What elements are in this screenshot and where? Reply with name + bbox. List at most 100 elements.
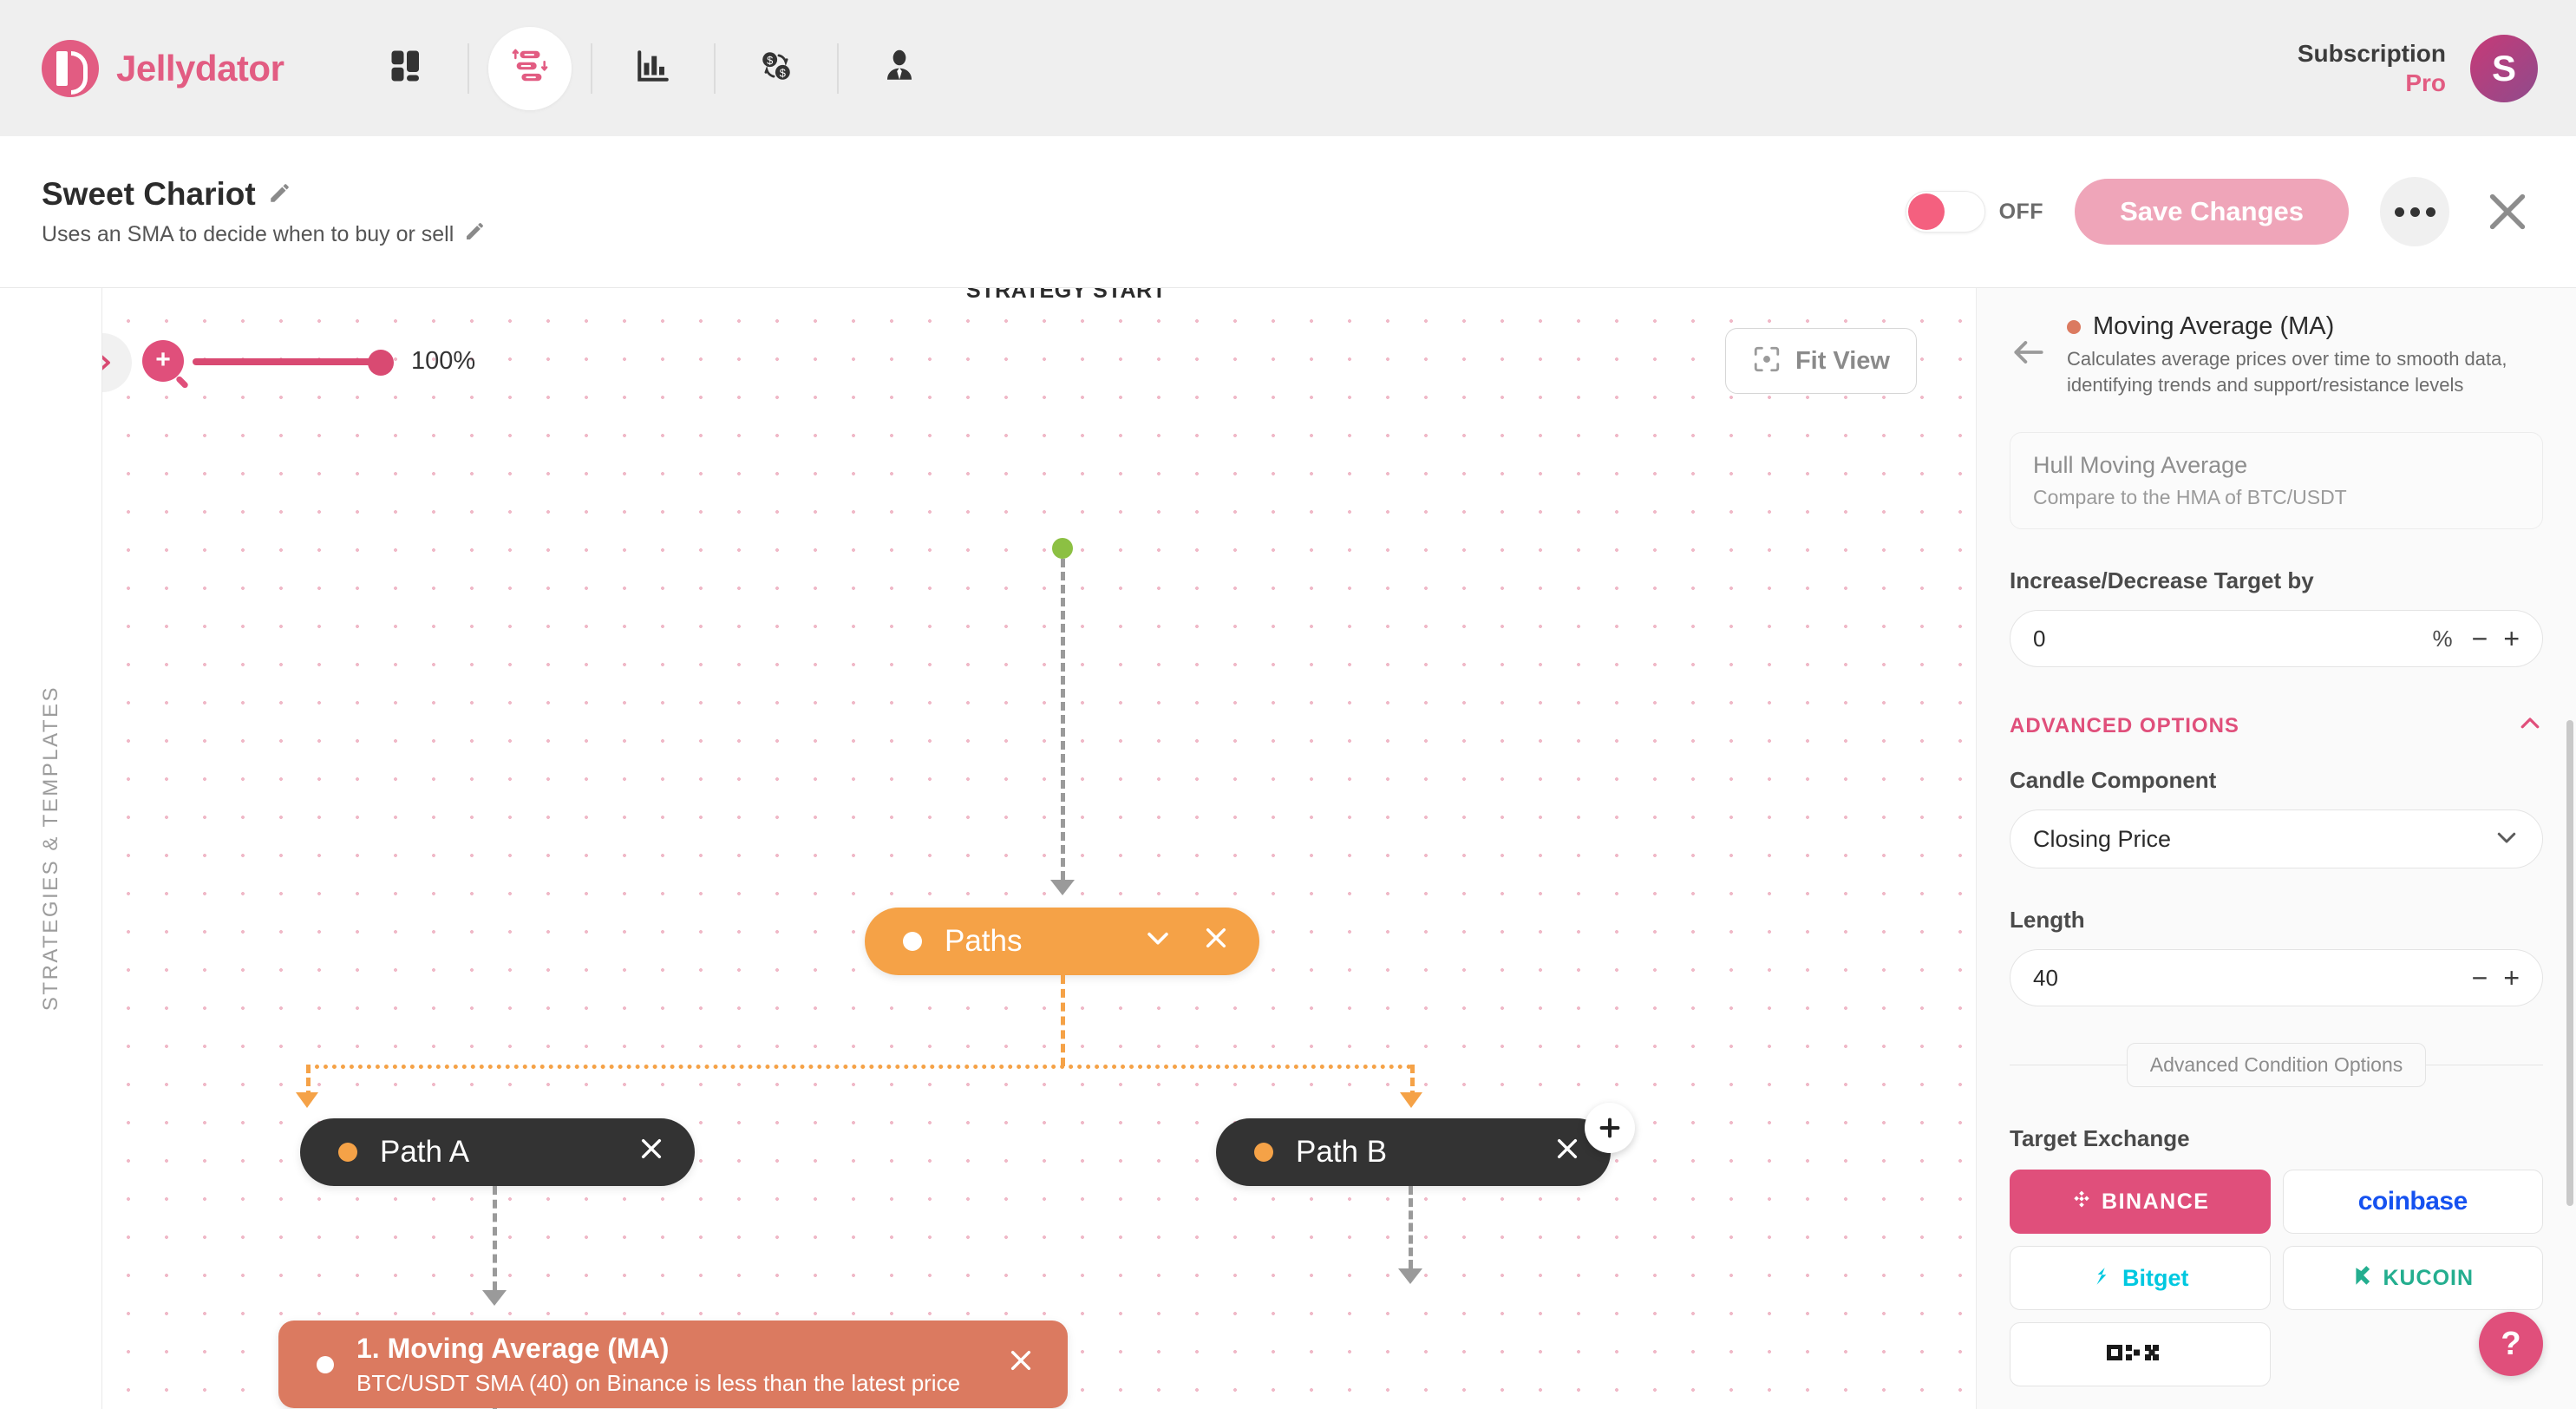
zoom-in-icon[interactable]: + — [142, 340, 184, 382]
subscription-area[interactable]: Subscription Pro S — [2298, 34, 2538, 102]
panel-title-block: Moving Average (MA) Calculates average p… — [2067, 312, 2543, 397]
zoom-slider-thumb[interactable] — [368, 350, 394, 376]
node-condition-moving-average[interactable]: 1. Moving Average (MA) BTC/USDT SMA (40)… — [278, 1321, 1068, 1408]
nav-item-exchanges[interactable]: $ $ — [735, 27, 818, 110]
chevron-up-icon[interactable] — [2517, 711, 2543, 741]
indicator-summary-card[interactable]: Hull Moving Average Compare to the HMA o… — [2010, 432, 2543, 530]
nav-item-account[interactable] — [858, 27, 941, 110]
edit-description-pencil-icon[interactable] — [464, 221, 485, 248]
length-label: Length — [2010, 907, 2085, 934]
target-exchange-label: Target Exchange — [2010, 1125, 2190, 1152]
length-input-row[interactable]: 40 − + — [2010, 949, 2543, 1007]
condition-close-icon[interactable] — [1007, 1347, 1035, 1382]
flow-graph: STRATEGY START Paths — [102, 288, 1976, 1409]
node-status-dot — [1254, 1143, 1273, 1162]
nav-item-analytics[interactable] — [611, 27, 695, 110]
subscription-plan: Pro — [2405, 69, 2446, 96]
length-increment-button[interactable]: + — [2503, 962, 2520, 994]
advanced-options-header[interactable]: ADVANCED OPTIONS — [2010, 711, 2543, 741]
strategy-flow-canvas[interactable]: + 100% Fit View STRATEGY START — [102, 288, 1976, 1409]
help-button[interactable]: ? — [2479, 1312, 2543, 1376]
candle-component-label: Candle Component — [2010, 767, 2217, 794]
connector-branch-left — [306, 1065, 311, 1099]
node-paths[interactable]: Paths — [865, 908, 1259, 975]
exchange-label-binance: BINANCE — [2102, 1189, 2210, 1214]
target-adjust-input[interactable]: 0 — [2033, 625, 2046, 652]
save-changes-button[interactable]: Save Changes — [2075, 179, 2349, 245]
target-adjust-input-row[interactable]: 0 % − + — [2010, 610, 2543, 668]
strategy-activation-toggle-row[interactable]: OFF — [1905, 191, 2044, 233]
indicator-color-dot — [2067, 319, 2081, 334]
top-navigation-bar: Jellydator — [0, 0, 2576, 136]
kucoin-icon — [2351, 1265, 2374, 1292]
back-arrow-icon[interactable] — [2010, 333, 2048, 371]
main-nav: $ $ — [346, 26, 960, 110]
nav-divider — [837, 43, 840, 94]
nav-divider — [467, 43, 470, 94]
bar-chart-icon — [635, 48, 671, 88]
node-status-dot — [338, 1143, 357, 1162]
exchange-label-kucoin: KUCOIN — [2383, 1265, 2475, 1290]
page-title: Sweet Chariot — [42, 176, 485, 213]
panel-scrollbar[interactable] — [2566, 720, 2573, 1206]
connector-path-a-to-condition — [493, 1186, 497, 1290]
node-paths-chevron-down-icon[interactable] — [1143, 923, 1173, 960]
zoom-control[interactable]: + 100% — [142, 340, 475, 382]
nav-item-dashboard[interactable] — [365, 27, 448, 110]
condition-subtitle: BTC/USDT SMA (40) on Binance is less tha… — [356, 1369, 961, 1396]
node-paths-close-icon[interactable] — [1202, 924, 1230, 960]
indicator-detail: Compare to the HMA of BTC/USDT — [2033, 486, 2347, 509]
panel-title-row: Moving Average (MA) — [2067, 312, 2543, 341]
dot — [2425, 206, 2435, 217]
target-exchange-grid: BINANCE coinbase Bitget KUCOIN — [2010, 1170, 2543, 1387]
exchange-option-binance[interactable]: BINANCE — [2010, 1170, 2271, 1235]
panel-header: Moving Average (MA) Calculates average p… — [2010, 312, 2543, 397]
close-button[interactable] — [2481, 185, 2534, 239]
toggle-knob — [1907, 193, 1945, 230]
connector-start-to-paths — [1061, 559, 1065, 880]
node-path-b[interactable]: Path B — [1216, 1118, 1611, 1186]
node-path-b-label: Path B — [1296, 1135, 1388, 1169]
node-paths-label: Paths — [945, 924, 1023, 958]
node-path-a[interactable]: Path A — [300, 1118, 695, 1186]
connector-arrow-down — [1050, 880, 1075, 895]
edit-name-pencil-icon[interactable] — [268, 176, 291, 213]
exchange-option-coinbase[interactable]: coinbase — [2282, 1170, 2543, 1235]
brand-logo-group[interactable]: Jellydator — [42, 39, 284, 97]
node-path-a-close-icon[interactable] — [637, 1135, 665, 1170]
nav-item-strategy-builder[interactable] — [488, 26, 572, 110]
more-options-button[interactable] — [2380, 177, 2449, 246]
exchange-option-okx[interactable] — [2010, 1322, 2271, 1387]
target-adjust-decrement-button[interactable]: − — [2471, 623, 2488, 655]
avatar[interactable]: S — [2470, 34, 2538, 102]
target-adjust-increment-button[interactable]: + — [2503, 623, 2520, 655]
title-actions: OFF Save Changes — [1905, 177, 2534, 246]
indicator-settings-panel: Moving Average (MA) Calculates average p… — [1976, 288, 2576, 1409]
node-path-b-close-icon[interactable] — [1553, 1135, 1581, 1170]
strategy-description: Uses an SMA to decide when to buy or sel… — [42, 221, 454, 246]
length-decrement-button[interactable]: − — [2471, 962, 2488, 994]
length-stepper: − + — [2472, 964, 2520, 992]
dot — [2409, 206, 2420, 217]
connector-arrow-condition — [482, 1290, 507, 1306]
length-input[interactable]: 40 — [2033, 964, 2058, 991]
chevron-down-icon[interactable] — [2494, 824, 2520, 855]
exchange-label-bitget: Bitget — [2122, 1264, 2189, 1291]
panel-content: Moving Average (MA) Calculates average p… — [1977, 288, 2576, 1409]
strategy-activation-toggle[interactable] — [1905, 191, 1985, 233]
title-block: Sweet Chariot Uses an SMA to decide when… — [42, 176, 485, 248]
exchange-option-kucoin[interactable]: KUCOIN — [2282, 1246, 2543, 1311]
fit-view-button[interactable]: Fit View — [1724, 328, 1917, 394]
candle-component-value: Closing Price — [2033, 825, 2172, 852]
advanced-condition-options-chip[interactable]: Advanced Condition Options — [2126, 1043, 2427, 1088]
condition-text-block: 1. Moving Average (MA) BTC/USDT SMA (40)… — [356, 1333, 1007, 1397]
candle-component-select[interactable]: Closing Price — [2010, 809, 2543, 869]
exchange-label-coinbase: coinbase — [2357, 1187, 2468, 1216]
exchange-option-bitget[interactable]: Bitget — [2010, 1246, 2271, 1311]
target-adjust-stepper: − + — [2472, 625, 2520, 652]
zoom-slider[interactable] — [193, 340, 394, 382]
add-node-button[interactable] — [1585, 1103, 1635, 1153]
connector-arrow-path-b-down — [1398, 1268, 1422, 1284]
node-status-dot — [317, 1355, 334, 1373]
